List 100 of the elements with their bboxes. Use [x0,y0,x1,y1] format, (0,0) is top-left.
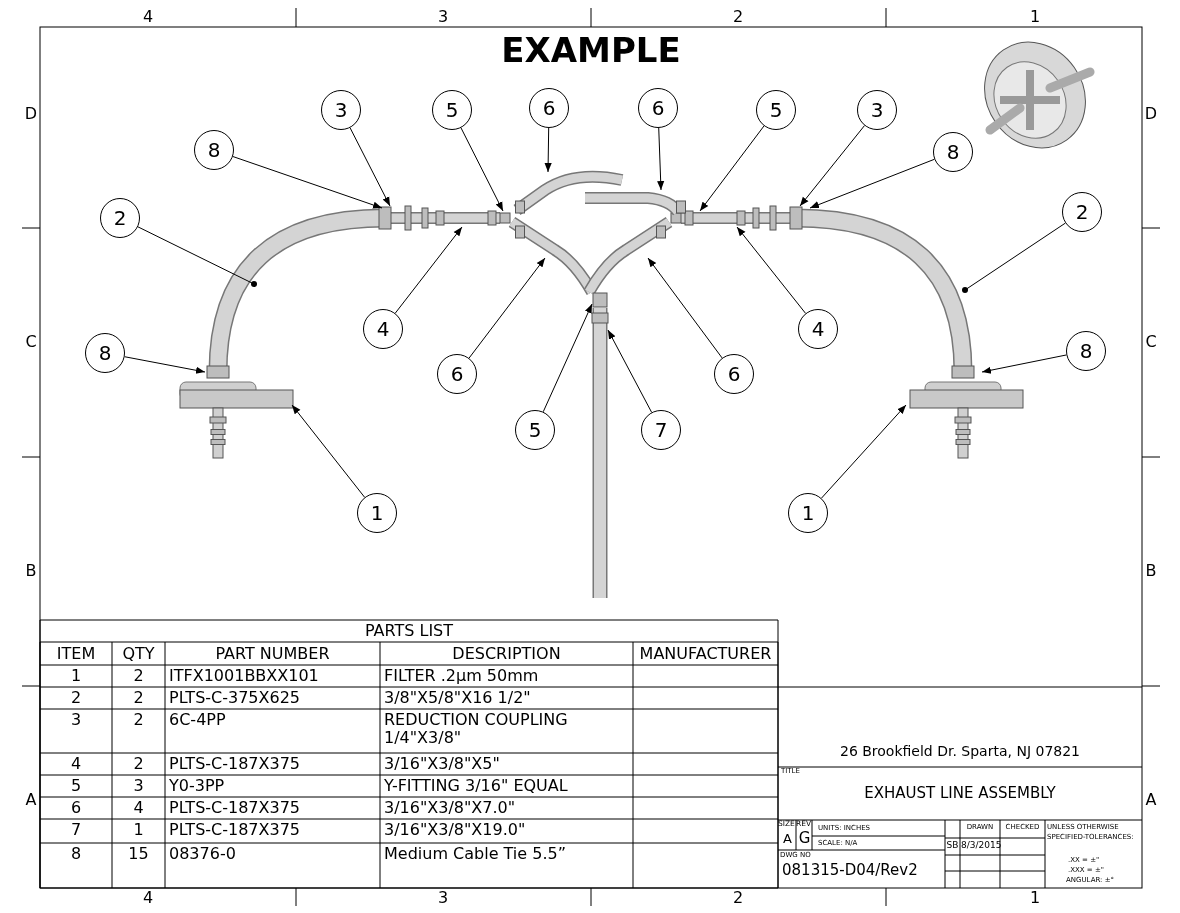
table-cell-text: 2 [132,667,145,685]
table-cell-text: 2 [69,689,83,707]
callout-number: 6 [714,354,754,394]
callout-number: 3 [321,90,361,130]
table-cell-text: PLTS-C-187X375 [169,799,302,817]
field-value: A [782,832,793,847]
zone-marker: 4 [141,8,155,26]
table-cell-text: PLTS-C-187X375 [169,755,302,773]
table-title: PARTS LIST [363,622,455,640]
callout-number: 8 [194,130,234,170]
callout-number: 8 [1066,331,1106,371]
callout-number: 1 [788,493,828,533]
field-value: 8/3/2015 [961,841,1000,851]
table-cell-text: 6 [69,799,83,817]
leader-line [981,354,1067,374]
field-value: G [797,830,812,847]
callout-number: 5 [432,90,472,130]
callout-number: 8 [933,132,973,172]
leader-line [607,329,653,413]
table-cell-text: ITFX1001BBXX101 [169,667,320,685]
leader-line [460,127,504,212]
zone-marker: C [1144,333,1158,351]
callout-number: 5 [515,410,555,450]
table-cell-text: 4 [69,755,83,773]
table-cell-text: REDUCTION COUPLING 1/4"X3/8" [384,711,569,747]
zone-marker: 3 [436,889,450,907]
callout-number: 4 [798,309,838,349]
table-cell-text: Medium Cable Tie 5.5” [384,845,567,863]
table-header: MANUFACTURER [638,645,773,663]
table-cell-text: 3/16"X3/8"X5" [384,755,501,773]
table-header: DESCRIPTION [451,645,562,663]
table-cell-text: 7 [69,821,83,839]
leader-line [468,257,546,359]
zone-marker: D [1143,105,1159,123]
callout-number: 1 [357,493,397,533]
table-cell-text: 2 [132,689,145,707]
table-cell-text: 1 [132,821,145,839]
leader-line [799,125,865,207]
callout-number: 6 [638,88,678,128]
leader-line [647,257,723,359]
zone-marker: 2 [731,8,745,26]
leader-line [820,404,907,499]
table-cell-text: Y0-3PP [169,777,226,795]
leader-line [962,222,1066,293]
table-cell-text: 5 [69,777,83,795]
callout-number: 6 [437,354,477,394]
leader-line [736,226,807,314]
table-cell-text: 1 [69,667,83,685]
field-value: 081315-D04/Rev2 [782,862,919,879]
leader-line [544,127,552,173]
leader-line [394,226,463,314]
table-cell-text: 4 [132,799,145,817]
callout-number: 3 [857,90,897,130]
zone-marker: 1 [1028,889,1042,907]
table-cell-text: PLTS-C-375X625 [169,689,302,707]
zone-marker: 3 [436,8,450,26]
zone-marker: 2 [731,889,745,907]
leader-line [699,125,765,212]
callout-number: 2 [100,198,140,238]
callout-number: 6 [529,88,569,128]
table-cell-text: 3/16"X3/8"X7.0" [384,799,517,817]
leader-line [349,127,391,207]
table-cell-text: 3/8"X5/8"X16 1/2" [384,689,532,707]
table-cell-text: FILTER .2µm 50mm [384,667,540,685]
zone-marker: A [24,791,38,809]
leader-line [657,127,665,191]
table-cell-text: 3/16"X3/8"X19.0" [384,821,527,839]
callout-number: 2 [1062,192,1102,232]
zone-marker: D [23,105,39,123]
zone-marker: 4 [141,889,155,907]
table-cell-text: 6C-4PP [169,711,227,729]
zone-marker: C [24,333,38,351]
leader-line [124,356,206,374]
callout-number: 4 [363,309,403,349]
table-cell-text: 3 [69,711,83,729]
leader-line [809,158,935,209]
table-cell-text: 3 [132,777,145,795]
drawing-title-text: EXHAUST LINE ASSEMBLY [863,785,1057,802]
callout-number: 5 [756,90,796,130]
zone-marker: A [1144,791,1158,809]
zone-marker: 1 [1028,8,1042,26]
callout-number: 7 [641,410,681,450]
leader-line [542,303,593,413]
table-cell-text: PLTS-C-187X375 [169,821,302,839]
zone-marker: B [1144,562,1158,580]
table-cell-text: Y-FITTING 3/16" EQUAL [384,777,569,795]
field-value: SB [945,841,960,851]
table-header: ITEM [55,645,97,663]
table-header: PART NUMBER [214,645,331,663]
address-text: 26 Brookfield Dr. Sparta, NJ 07821 [839,744,1081,760]
leader-line [291,404,366,498]
drawing-title: EXAMPLE [500,32,682,70]
leader-line [232,156,383,209]
callout-number: 8 [85,333,125,373]
table-header: QTY [121,645,156,663]
table-cell-text: 08376-0 [169,845,237,863]
table-cell-text: 15 [127,845,150,863]
table-cell-text: 2 [132,755,145,773]
zone-marker: B [24,562,38,580]
table-cell-text: 8 [69,845,83,863]
